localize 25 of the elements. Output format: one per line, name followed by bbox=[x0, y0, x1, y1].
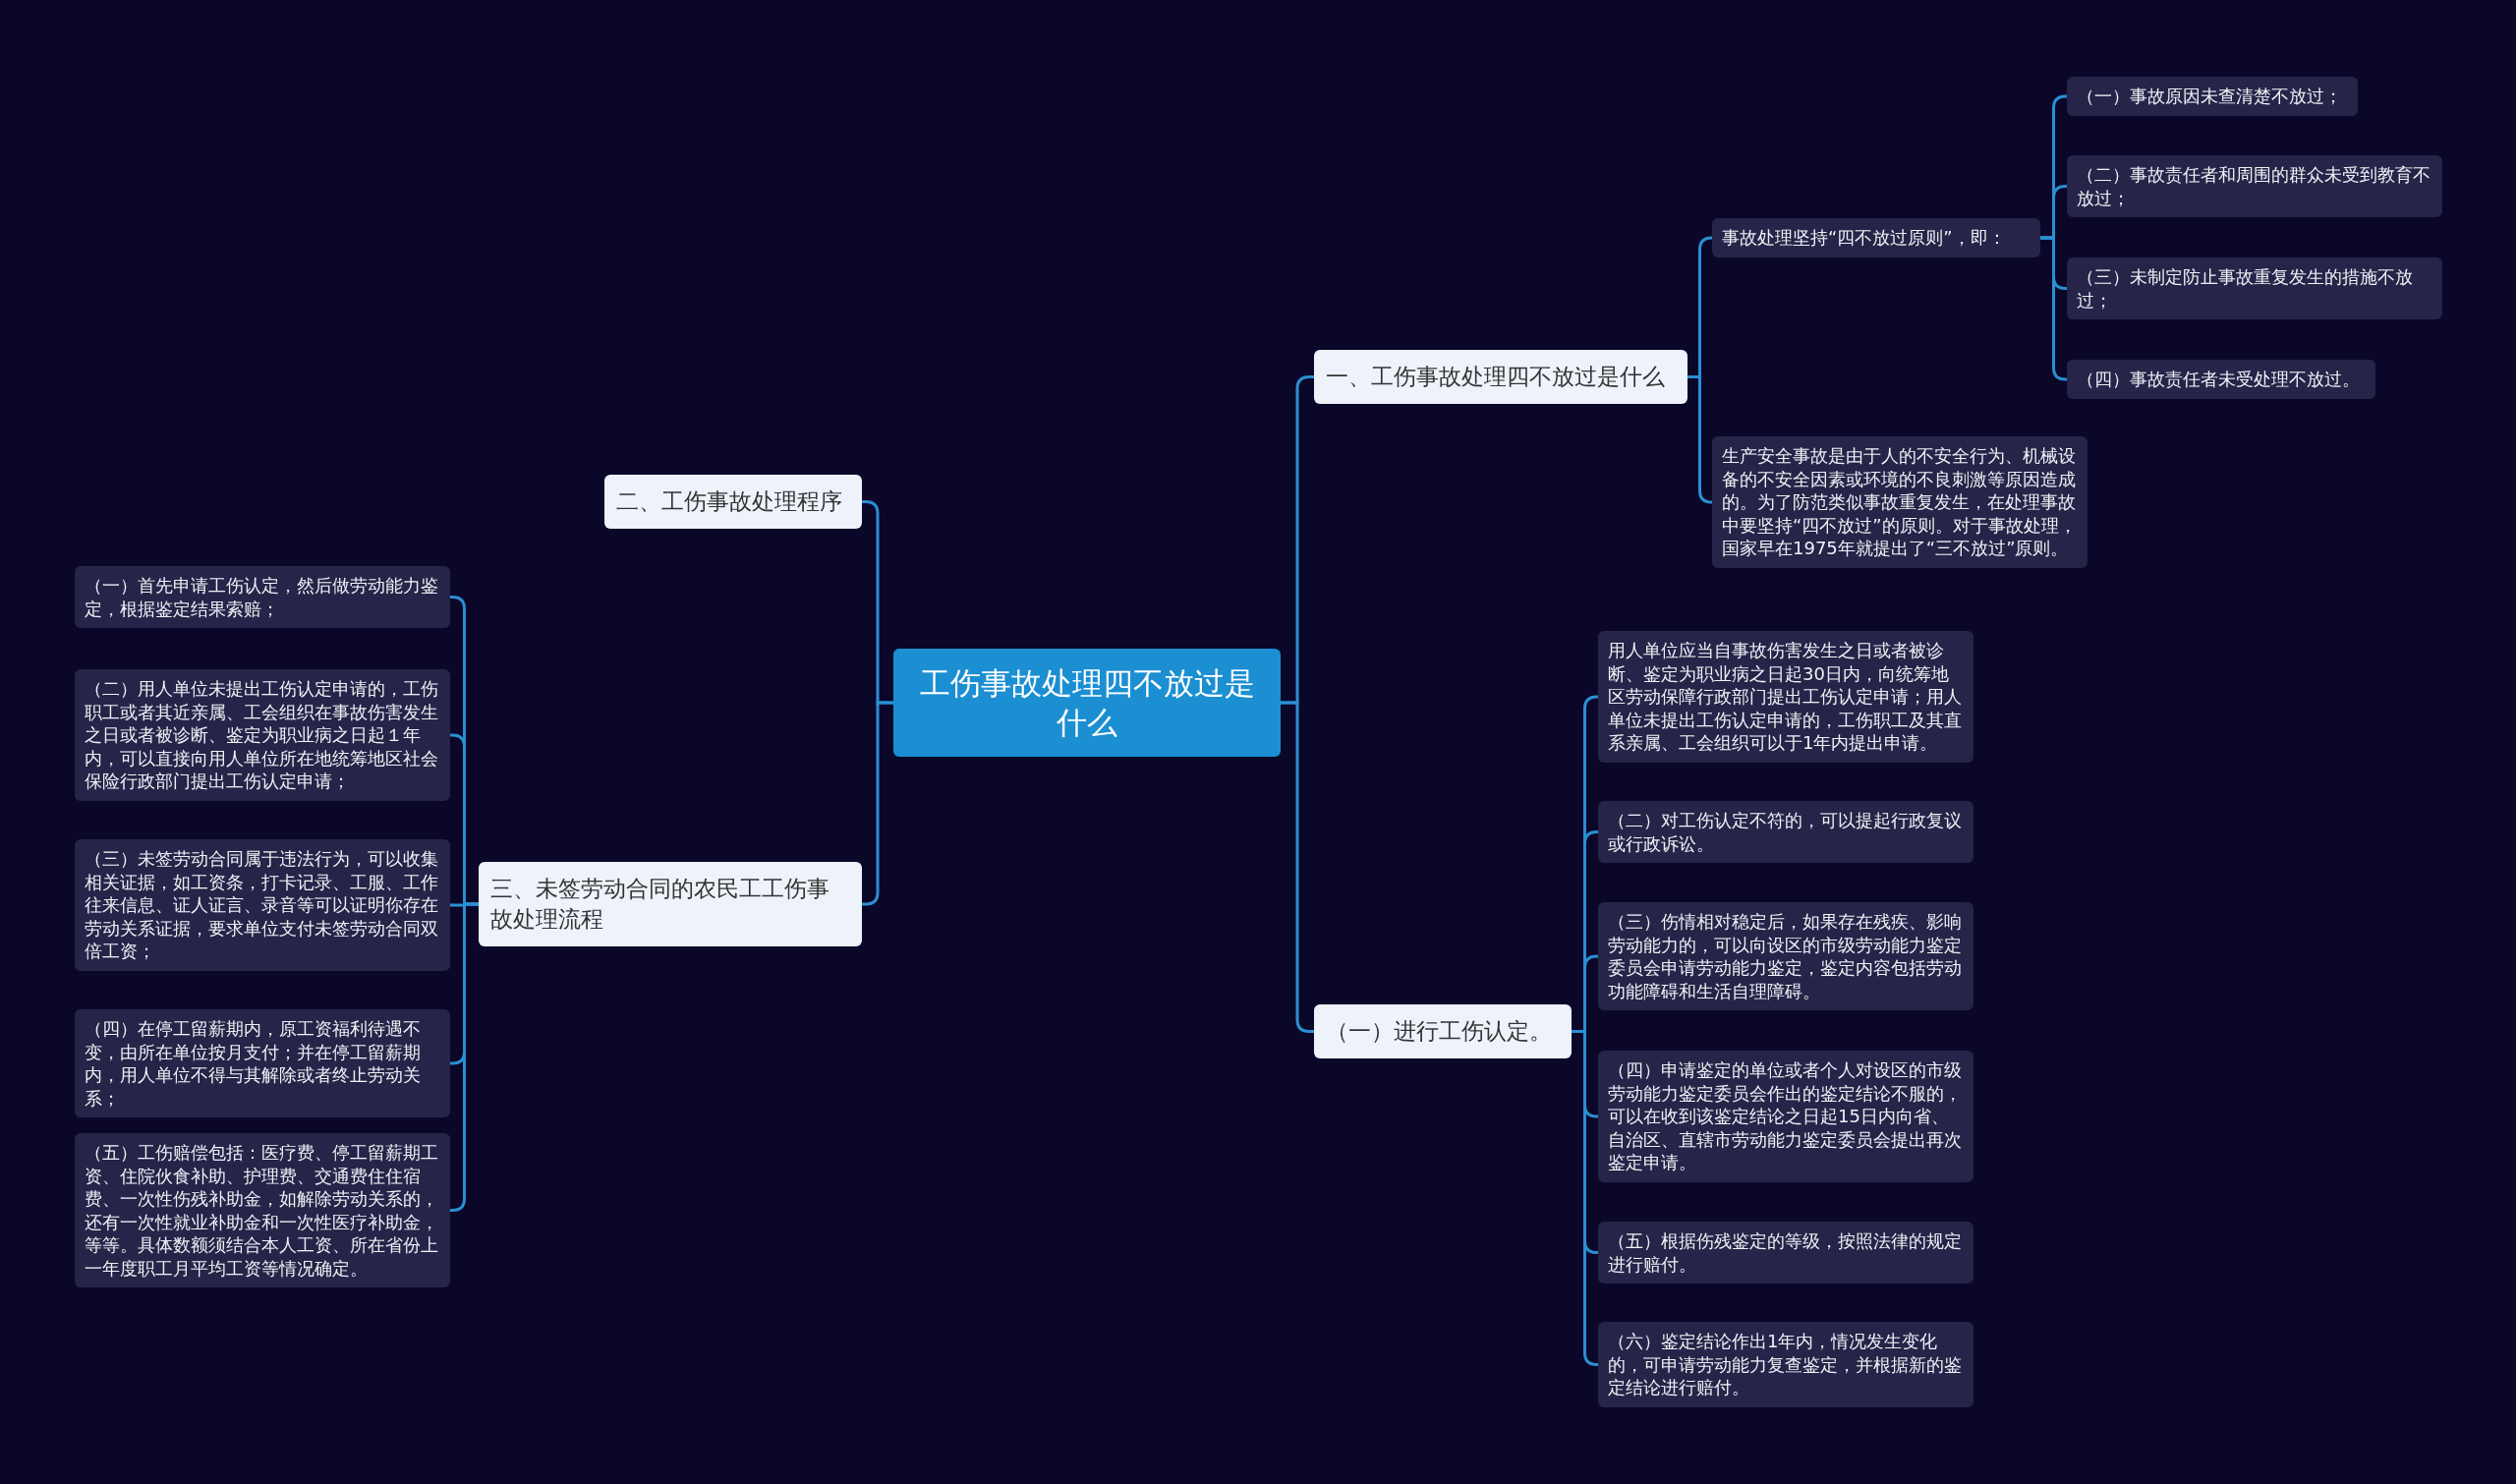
connector-line bbox=[1572, 1030, 1599, 1366]
subtopic-card: 生产安全事故是由于人的不安全行为、机械设备的不安全因素或环境的不良刺激等原因造成的。为了防范类似事故重复发生，在处理事故中要坚持“四不放过”的原则。对于事故处理，国家早在1975年就提出了“三不放过”原则。 bbox=[1712, 436, 2087, 568]
branch-topic: 三、未签劳动合同的农民工工伤事故处理流程 bbox=[479, 862, 862, 946]
subtopic-card: 事故处理坚持“四不放过原则”，即： bbox=[1712, 218, 2040, 257]
subtopic-card: （六）鉴定结论作出1年内，情况发生变化的，可申请劳动能力复查鉴定，并根据新的鉴定结论进行赔付。 bbox=[1598, 1322, 1973, 1407]
subtopic-card: （二）事故责任者和周围的群众未受到教育不放过； bbox=[2067, 155, 2442, 217]
subtopic-card: （三）未签劳动合同属于违法行为，可以收集相关证据，如工资条，打卡记录、工服、工作往来信息、证人证言、录音等可以证明你存在劳动关系证据，要求单位支付未签劳动合同双倍工资； bbox=[75, 839, 450, 971]
subtopic-card: （五）根据伤残鉴定的等级，按照法律的规定进行赔付。 bbox=[1598, 1222, 1973, 1284]
subtopic-card: （五）工伤赔偿包括：医疗费、停工留薪期工资、住院伙食补助、护理费、交通费住住宿费、一次性伤残补助金，如解除劳动关系的，还有一次性就业补助金和一次性医疗补助金，等等。具体数额须结合本人工资、所在省份上一年度职工月平均工资等情况确定。 bbox=[75, 1133, 450, 1287]
subtopic-card: （四）事故责任者未受处理不放过。 bbox=[2067, 360, 2375, 399]
subtopic-card: （一）事故原因未查清楚不放过； bbox=[2067, 77, 2358, 116]
subtopic-card: （一）首先申请工伤认定，然后做劳动能力鉴定，根据鉴定结果索赔； bbox=[75, 566, 450, 628]
branch-topic: （一）进行工伤认定。 bbox=[1314, 1004, 1572, 1058]
central-topic: 工伤事故处理四不放过是什么 bbox=[893, 649, 1281, 757]
subtopic-card: （三）未制定防止事故重复发生的措施不放过； bbox=[2067, 257, 2442, 319]
subtopic-card: （四）申请鉴定的单位或者个人对设区的市级劳动能力鉴定委员会作出的鉴定结论不服的，可以在收到该鉴定结论之日起15日内向省、自治区、直辖市劳动能力鉴定委员会提出再次鉴定申请。 bbox=[1598, 1051, 1973, 1182]
connector-line bbox=[1687, 375, 1713, 504]
connector-line bbox=[2040, 236, 2068, 381]
subtopic-card: （三）伤情相对稳定后，如果存在残疾、影响劳动能力的，可以向设区的市级劳动能力鉴定委员会申请劳动能力鉴定，鉴定内容包括劳动功能障碍和生活自理障碍。 bbox=[1598, 902, 1973, 1010]
subtopic-card: （二）用人单位未提出工伤认定申请的，工伤职工或者其近亲属、工会组织在事故伤害发生之日或者被诊断、鉴定为职业病之日起１年内，可以直接向用人单位所在地统筹地区社会保险行政部门提出工伤认定申请； bbox=[75, 669, 450, 801]
subtopic-card: （二）对工伤认定不符的，可以提起行政复议或行政诉讼。 bbox=[1598, 801, 1973, 863]
branch-topic: 一、工伤事故处理四不放过是什么 bbox=[1314, 350, 1687, 404]
subtopic-card: （四）在停工留薪期内，原工资福利待遇不变，由所在单位按月支付；并在停工留薪期内，用人单位不得与其解除或者终止劳动关系； bbox=[75, 1009, 450, 1117]
branch-topic: 二、工伤事故处理程序 bbox=[604, 475, 862, 529]
subtopic-card: 用人单位应当自事故伤害发生之日或者被诊断、鉴定为职业病之日起30日内，向统筹地区劳动保障行政部门提出工伤认定申请；用人单位未提出工伤认定申请的，工伤职工及其直系亲属、工会组织可以于1年内提出申请。 bbox=[1598, 631, 1973, 763]
